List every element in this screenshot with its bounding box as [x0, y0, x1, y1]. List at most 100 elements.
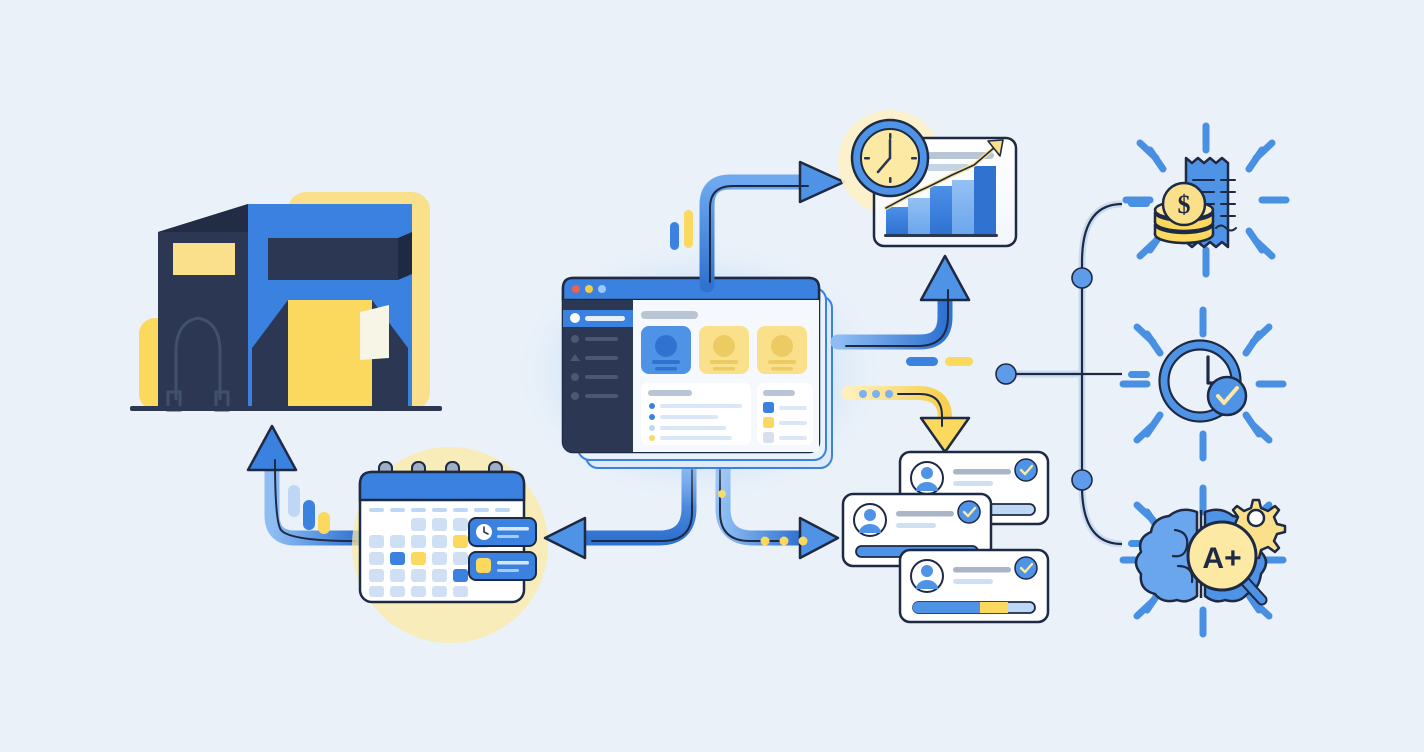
- attendance-clock-icon[interactable]: [1119, 306, 1287, 462]
- mosque-lintel: [268, 238, 398, 280]
- calendar-day-cell: [432, 586, 447, 597]
- check-icon: [1019, 562, 1034, 574]
- check-badge: [1206, 375, 1248, 417]
- tree-node-root[interactable]: [995, 363, 1017, 385]
- arrow-shaft: [577, 458, 697, 546]
- tree-branch-top: [1080, 202, 1123, 374]
- calendar-widget: [352, 447, 548, 643]
- profile-cards-group: [841, 450, 1050, 624]
- tree-tip-dash-mid: [1128, 371, 1150, 378]
- sidebar-item-4[interactable]: [571, 373, 618, 381]
- arrow-head-left: [543, 516, 587, 560]
- bar-2: [908, 198, 930, 234]
- tree-node-bottom[interactable]: [1071, 469, 1093, 491]
- deco-pill-blue: [670, 222, 679, 250]
- deco-pill-yellow: [945, 357, 973, 366]
- clock-badge: [850, 118, 930, 198]
- analytics-subtitle-bar: [926, 164, 970, 171]
- arrow-inner-stroke: [719, 469, 787, 542]
- card-subtitle-bar: [953, 481, 993, 486]
- clock-hands: [483, 526, 489, 535]
- flow-dot: [779, 536, 789, 546]
- mosque-lintel-edge: [398, 232, 412, 280]
- calendar-day-cell: [453, 518, 468, 531]
- arrow-calendar-to-mosque: [246, 424, 368, 546]
- clock-tick-6: [889, 177, 892, 183]
- card-subtitle-bar: [896, 523, 936, 528]
- profile-card-2[interactable]: [841, 492, 993, 568]
- list-row-bar: [660, 415, 718, 419]
- arrow-shaft: [699, 174, 808, 293]
- bar-4: [952, 180, 974, 234]
- window-maximize-button[interactable]: [598, 285, 606, 293]
- window-minimize-button[interactable]: [585, 285, 593, 293]
- check-icon: [1019, 464, 1034, 476]
- event-text-line: [497, 569, 519, 572]
- profile-tile-3[interactable]: [757, 326, 807, 374]
- list-bullet: [649, 435, 655, 441]
- profile-tile-2[interactable]: [699, 326, 749, 374]
- mosque-window-pale: [360, 305, 389, 360]
- sidebar-item-3[interactable]: [570, 354, 618, 361]
- avatar-icon: [713, 335, 735, 357]
- receipt-signature: [1215, 224, 1237, 232]
- arrow-shaft: [264, 442, 368, 546]
- sidebar-item-label: [585, 394, 618, 398]
- sidebar-item-2[interactable]: [571, 335, 618, 343]
- deco-pill-2: [303, 500, 315, 530]
- arrow-inner-stroke: [897, 393, 943, 427]
- profile-card-3[interactable]: [898, 548, 1050, 624]
- user-icon: [571, 335, 579, 343]
- calendar-day-cell: [432, 535, 447, 548]
- top-coin: [1161, 181, 1207, 227]
- smart-grading-icon[interactable]: A+: [1119, 484, 1287, 638]
- calendar-day-cell: [369, 569, 384, 582]
- bar-5: [974, 166, 996, 234]
- profile-tile-1[interactable]: [641, 326, 691, 374]
- legend-panel: [757, 383, 813, 445]
- avatar-head-icon: [864, 509, 876, 521]
- sidebar-item-5[interactable]: [571, 392, 618, 400]
- legend-swatch: [763, 432, 774, 443]
- arrow-inner-stroke: [274, 459, 356, 542]
- card-title-bar: [953, 567, 1011, 573]
- analytics-bars: [886, 166, 996, 234]
- progress-fill-blue: [912, 602, 980, 613]
- clock-hand-minute: [876, 156, 892, 174]
- deco-pill-1: [288, 485, 300, 517]
- verified-badge-icon: [1014, 458, 1038, 482]
- avatar-head-icon: [921, 467, 933, 479]
- legend-row-bar: [779, 406, 807, 410]
- sidebar-item-label: [585, 316, 625, 321]
- calendar-day-cell: [453, 552, 468, 565]
- triangle-icon: [570, 354, 580, 361]
- calendar-day-cell: [411, 535, 426, 548]
- coin-stack: $: [1153, 181, 1215, 245]
- calendar-header: [358, 470, 526, 502]
- mosque-building: [130, 192, 442, 412]
- analytics-axis: [884, 234, 998, 237]
- dashboard-window-group: [510, 237, 890, 507]
- list-panel: [641, 383, 751, 445]
- arrow-shaft: [830, 275, 953, 350]
- arrow-inner-stroke: [709, 185, 809, 283]
- calendar-day-cell-selected: [390, 552, 405, 565]
- magnifier-icon: A+: [1186, 520, 1268, 606]
- event-text-line: [497, 535, 519, 538]
- mosque-ground-line: [130, 406, 442, 411]
- calendar-day-cell-selected: [453, 569, 468, 582]
- list-panel-title: [648, 390, 692, 396]
- window-close-button[interactable]: [572, 285, 580, 293]
- analytics-title-bar: [926, 152, 994, 159]
- arrow-head-up: [246, 424, 298, 472]
- bar-1: [886, 207, 908, 234]
- donations-receipt-icon[interactable]: $: [1122, 122, 1290, 278]
- legend-panel-title: [763, 390, 795, 396]
- flow-dot: [798, 536, 808, 546]
- arrow-head-right: [798, 160, 846, 204]
- card-subtitle-bar: [953, 579, 993, 584]
- tree-node-top[interactable]: [1071, 267, 1093, 289]
- mosque-side-wall: [158, 204, 248, 410]
